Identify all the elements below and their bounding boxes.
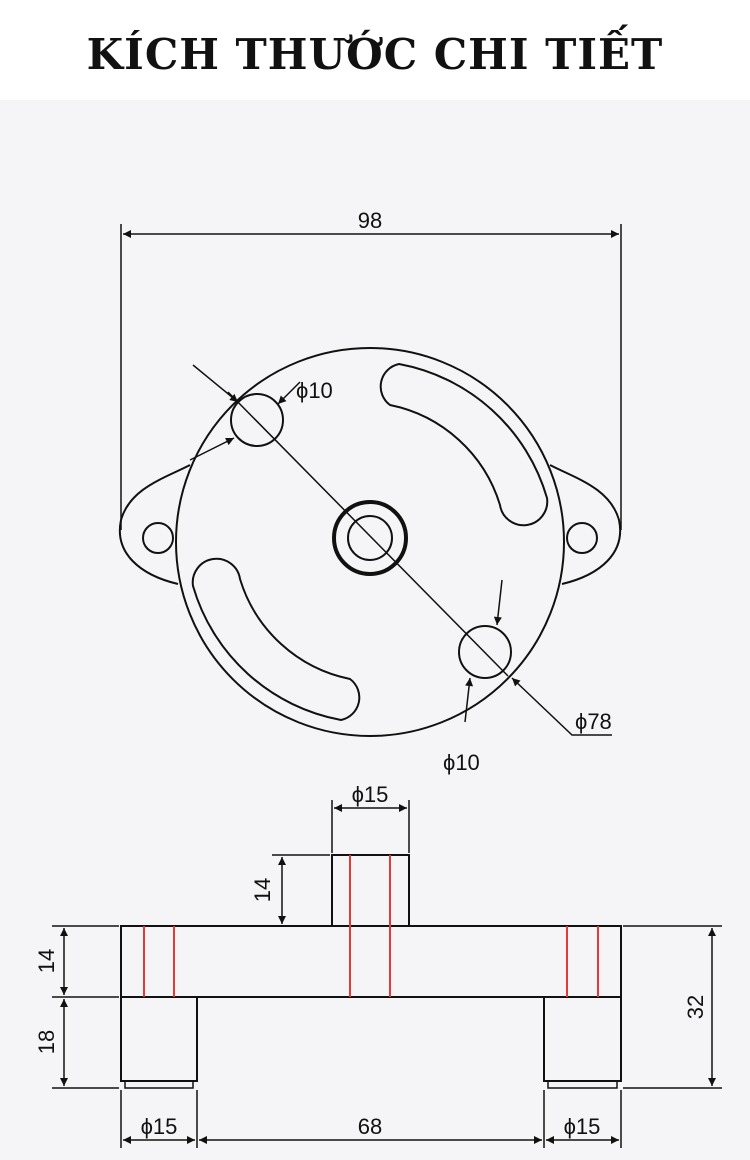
lower-hole-leader-1 — [493, 579, 503, 626]
plate-thickness-label: 14 — [34, 949, 59, 973]
upper-hole-leader-1 — [192, 364, 239, 403]
leg-spacing-label: 68 — [358, 1114, 382, 1139]
left-leg — [120, 996, 198, 1082]
right-ear-hole — [566, 522, 598, 554]
center-boss — [331, 854, 410, 927]
center-boss-outer — [332, 500, 408, 576]
boss-diameter-label: ϕ15 — [352, 782, 389, 807]
technical-drawing — [0, 100, 750, 1160]
bolt-circle-diameter-label: ϕ78 — [575, 709, 612, 734]
page-title: KÍCH THƯỚC CHI TIẾT — [86, 29, 664, 79]
bolt-hole-centerline — [227, 391, 509, 677]
right-ear-outline — [549, 464, 622, 585]
base-plate — [120, 925, 622, 998]
right-leg-foot — [547, 1080, 618, 1089]
overall-width-label: 98 — [358, 208, 382, 233]
right-leg — [543, 996, 622, 1082]
boss-height-label: 14 — [250, 878, 275, 902]
main-disc-outline — [175, 347, 565, 737]
left-leg-foot — [124, 1080, 194, 1089]
hidden-lines — [143, 855, 599, 997]
title-bar: KÍCH THƯỚC CHI TIẾT — [0, 0, 750, 100]
top-view-dimensions — [120, 224, 622, 736]
lower-hole-leader-2 — [464, 677, 474, 723]
left-leg-diameter-label: ϕ15 — [141, 1114, 178, 1139]
upper-hole-leader-2 — [189, 437, 235, 461]
lower-arc-slot — [191, 557, 361, 722]
top-view — [118, 347, 622, 737]
upper-arc-slot — [379, 362, 549, 527]
leg-height-label: 18 — [34, 1030, 59, 1054]
lower-hole-diameter-label: ϕ10 — [443, 750, 480, 775]
front-view-dimensions — [52, 800, 722, 1148]
right-leg-diameter-label: ϕ15 — [564, 1114, 601, 1139]
left-ear-outline — [118, 464, 191, 585]
bolt-circle-leader — [511, 677, 612, 736]
upper-bolt-hole — [230, 393, 284, 447]
left-ear-hole — [142, 522, 174, 554]
upper-hole-diameter-label: ϕ10 — [296, 378, 333, 403]
center-boss-inner — [347, 515, 393, 561]
total-height-label: 32 — [683, 995, 708, 1019]
upper-hole-leader-3 — [277, 381, 301, 405]
front-view — [120, 854, 622, 1089]
lower-bolt-hole — [458, 625, 512, 679]
dimension-labels: 98 ϕ10 ϕ78 ϕ10 ϕ15 14 14 18 32 ϕ15 68 ϕ1… — [34, 208, 708, 1139]
